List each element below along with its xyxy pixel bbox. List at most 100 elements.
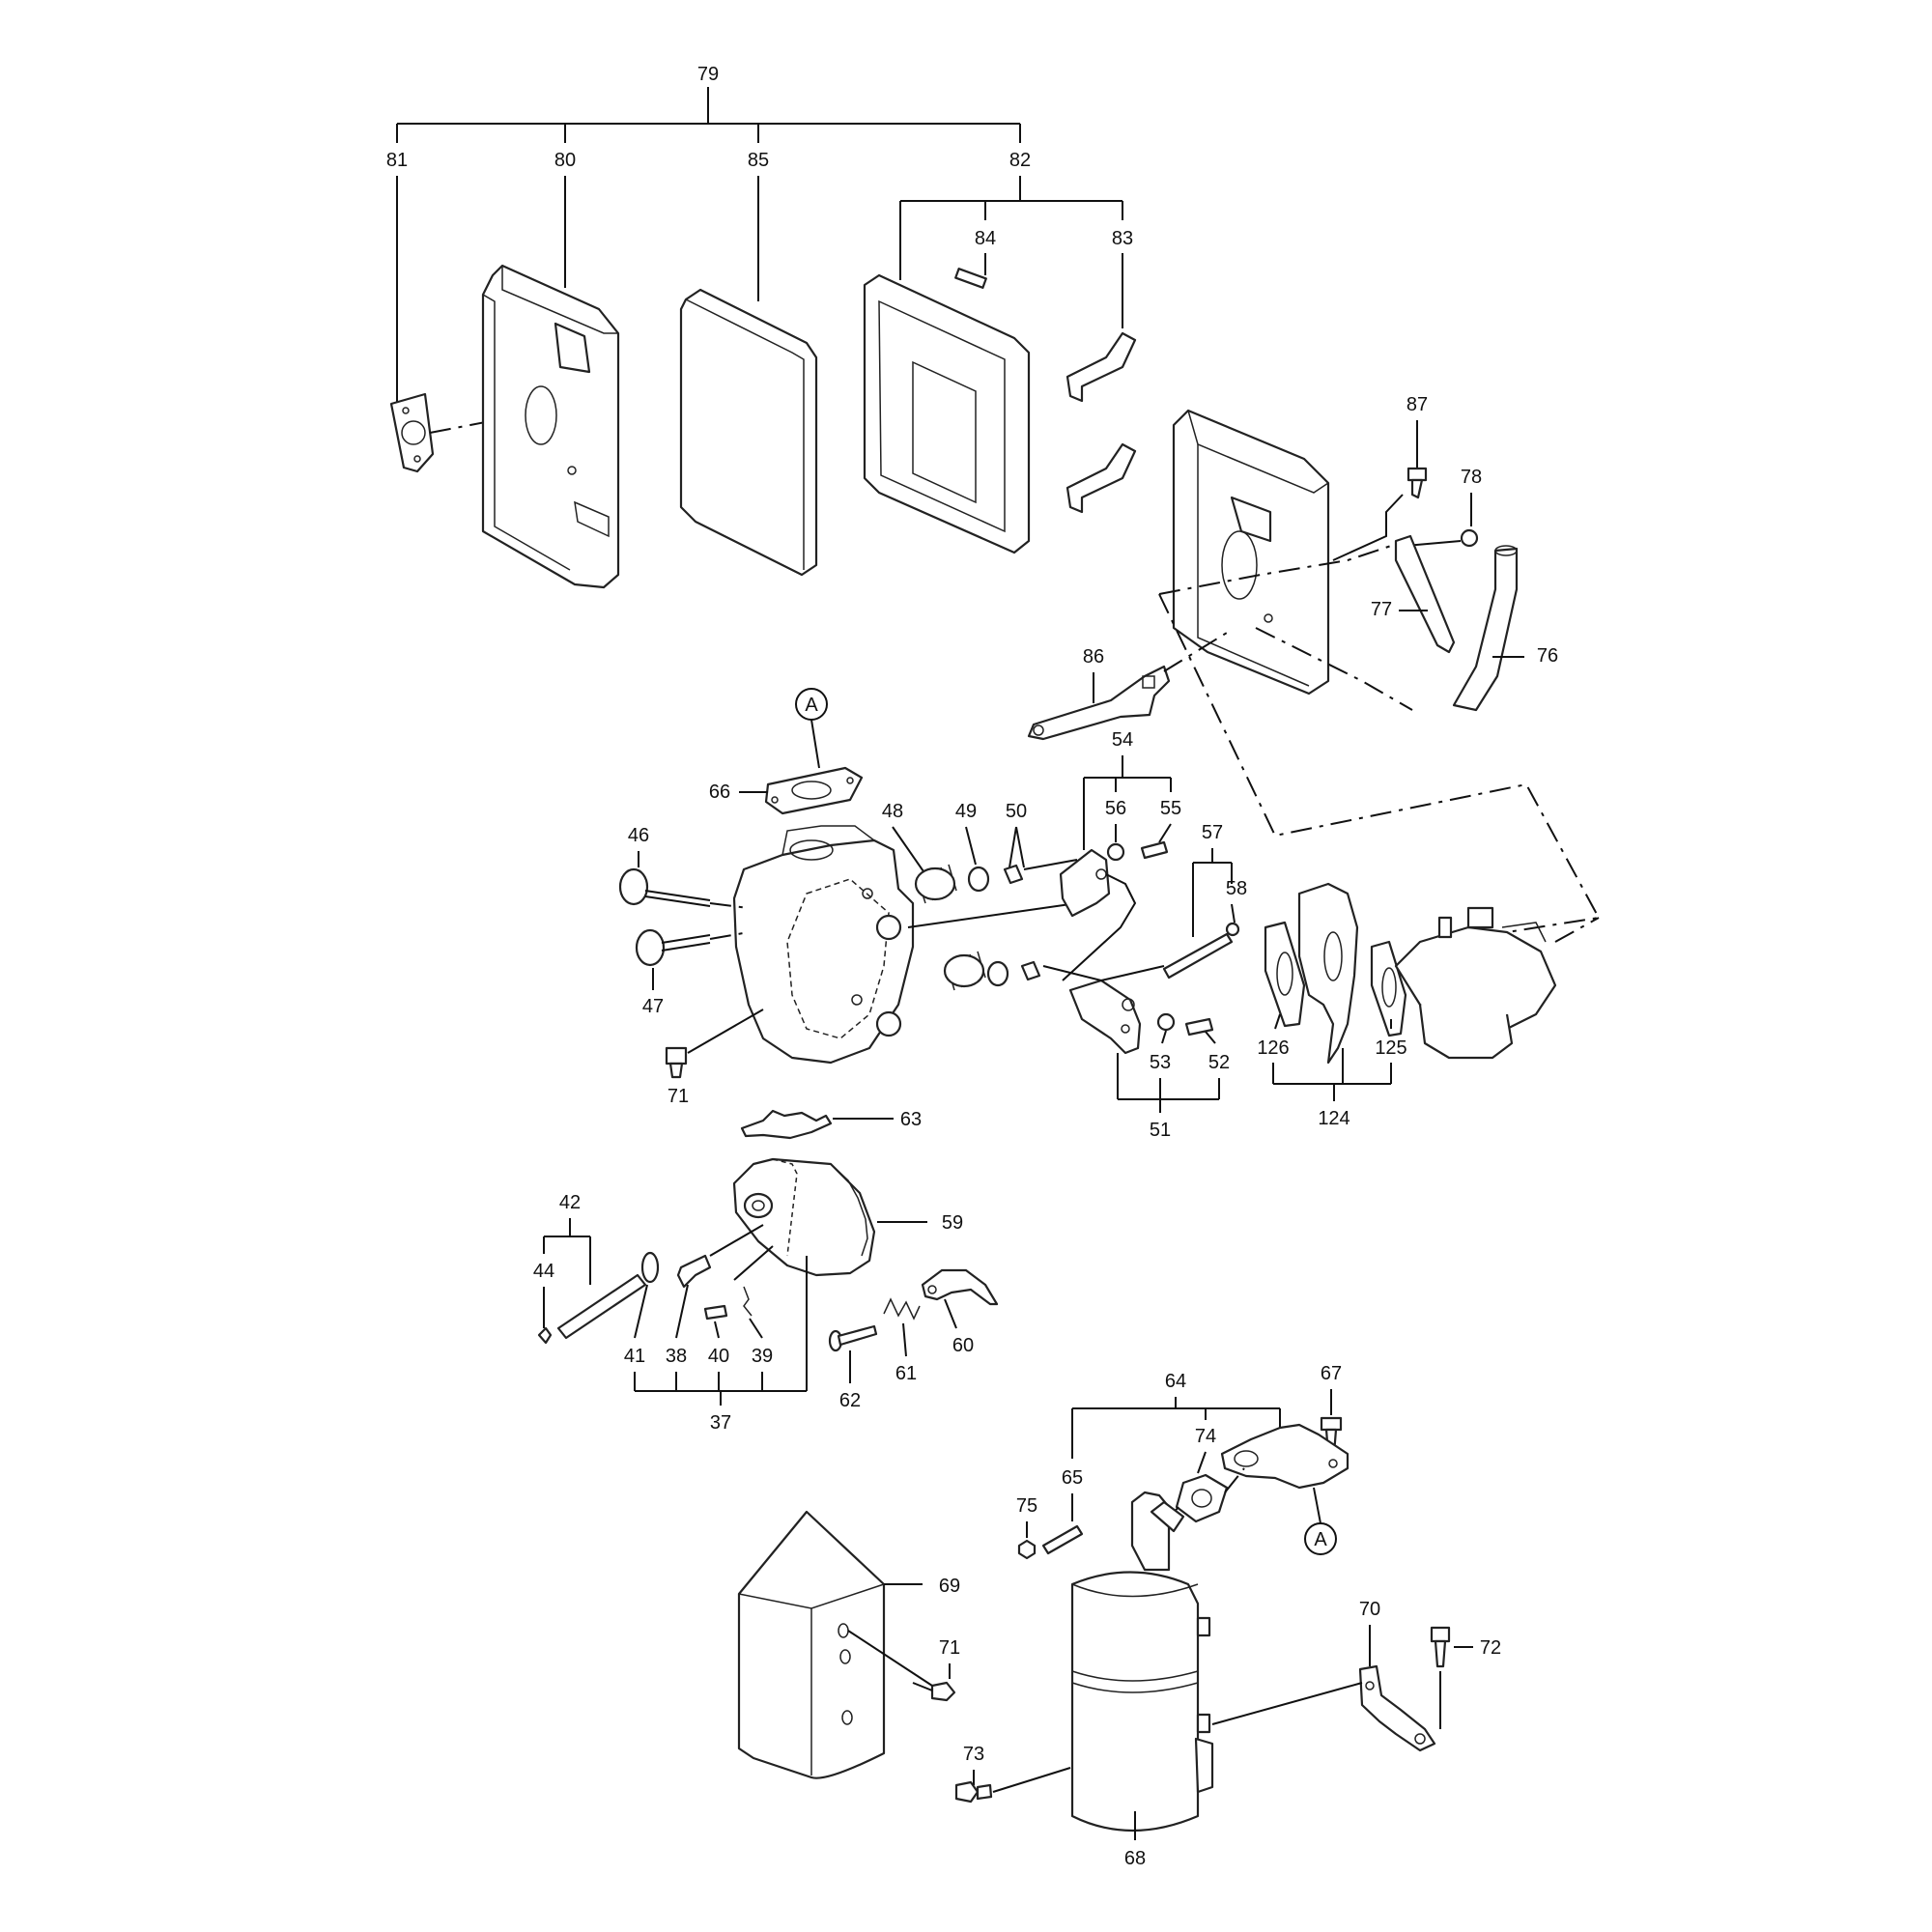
callout-74: 74 — [1195, 1426, 1216, 1447]
callout-125: 125 — [1375, 1037, 1406, 1059]
cotter-50-lower — [1020, 960, 1041, 981]
callout-41: 41 — [624, 1346, 645, 1367]
push-rod-57 — [1162, 932, 1234, 980]
callout-126: 126 — [1257, 1037, 1289, 1059]
callout-58: 58 — [1226, 878, 1247, 899]
spring-61 — [883, 1297, 921, 1321]
callout-47: 47 — [642, 996, 664, 1017]
callout-70: 70 — [1359, 1599, 1380, 1620]
callout-40: 40 — [708, 1346, 729, 1367]
callout-73: 73 — [963, 1744, 984, 1765]
callout-59: 59 — [942, 1212, 963, 1234]
nut-78 — [1460, 528, 1479, 548]
governor-shaft-42 — [556, 1273, 647, 1340]
holder-38 — [676, 1254, 712, 1289]
callout-60: 60 — [952, 1335, 974, 1356]
reference-a-top: A — [805, 695, 818, 716]
callout-85: 85 — [748, 150, 769, 171]
callout-61: 61 — [895, 1363, 917, 1384]
washer-41 — [640, 1251, 660, 1284]
air-cleaner-stay-86 — [1027, 665, 1171, 741]
muffler-stay-70 — [1358, 1664, 1436, 1752]
bracket-57 — [1192, 848, 1233, 937]
pin-40 — [703, 1304, 728, 1321]
gasket-81 — [389, 392, 435, 473]
valve-47 — [635, 928, 711, 967]
callout-82: 82 — [1009, 150, 1031, 171]
nut-53 — [1156, 1012, 1176, 1032]
callout-75: 75 — [1016, 1495, 1037, 1517]
clip-58 — [1225, 922, 1240, 937]
pivot-bolt-55 — [1140, 840, 1169, 860]
clip-83-upper — [1065, 331, 1137, 403]
gasket-74 — [1175, 1473, 1229, 1523]
label-84 — [954, 268, 987, 289]
insulator-plate — [1297, 882, 1359, 1065]
callout-80: 80 — [554, 150, 576, 171]
callout-72: 72 — [1480, 1637, 1501, 1659]
cylinder-head — [732, 825, 915, 1065]
rocker-arm-upper — [1059, 848, 1111, 918]
camshaft-gear-59 — [732, 1157, 876, 1277]
bracket-54 — [1083, 755, 1172, 850]
stud-65 — [1041, 1524, 1084, 1555]
valve-46 — [618, 867, 711, 907]
spring-39 — [743, 1286, 753, 1317]
pivot-bolt-52 — [1184, 1017, 1214, 1037]
callout-69: 69 — [939, 1576, 960, 1597]
callout-84: 84 — [975, 228, 996, 249]
callout-54: 54 — [1112, 729, 1133, 751]
bracket-51 — [1117, 1053, 1220, 1113]
callout-86: 86 — [1083, 646, 1104, 668]
callout-55: 55 — [1160, 798, 1181, 819]
callout-48: 48 — [882, 801, 903, 822]
breather-tube-76 — [1452, 545, 1519, 712]
callout-57: 57 — [1202, 822, 1223, 843]
muffler-68 — [1070, 1491, 1214, 1833]
bolt-72 — [1430, 1626, 1451, 1729]
gasket-66 — [764, 766, 864, 815]
callout-78: 78 — [1461, 467, 1482, 488]
air-filter-element-85 — [679, 288, 818, 577]
muffler-protector-69 — [737, 1510, 886, 1779]
rocker-arm-lower — [1068, 979, 1142, 1055]
callout-37: 37 — [710, 1412, 731, 1434]
callout-38: 38 — [666, 1346, 687, 1367]
bracket-64 — [1071, 1397, 1281, 1459]
exhaust-pipe-flange — [1220, 1423, 1350, 1490]
air-cleaner-cover-82 — [863, 268, 1031, 554]
callout-44: 44 — [533, 1261, 554, 1282]
bracket-124 — [1272, 1048, 1392, 1101]
carburetor — [1394, 906, 1557, 1060]
retainer-49-lower — [986, 960, 1009, 987]
callout-67: 67 — [1321, 1363, 1342, 1384]
callout-83: 83 — [1112, 228, 1133, 249]
callout-71-upper: 71 — [668, 1086, 689, 1107]
reference-a-bottom: A — [1314, 1529, 1327, 1550]
retainer-49-upper — [967, 866, 990, 893]
part-63 — [740, 1109, 833, 1140]
air-cleaner-case-80 — [481, 264, 620, 589]
bracket-79 — [396, 87, 1021, 143]
callout-68: 68 — [1124, 1848, 1146, 1869]
nut-56 — [1106, 842, 1125, 862]
callout-51: 51 — [1150, 1120, 1171, 1141]
bracket-37 — [634, 1256, 808, 1406]
clip-83-lower — [1065, 442, 1137, 514]
callout-52: 52 — [1208, 1052, 1230, 1073]
cotter-50-upper — [1003, 864, 1024, 885]
callout-46: 46 — [628, 825, 649, 846]
valve-spring-48-upper — [914, 864, 957, 904]
callout-49: 49 — [955, 801, 977, 822]
bolt-87 — [1406, 467, 1428, 499]
assembled-air-cleaner — [1172, 409, 1330, 696]
callout-63: 63 — [900, 1109, 922, 1130]
pin-62 — [828, 1324, 878, 1352]
gasket-126 — [1264, 921, 1306, 1028]
gasket-77 — [1394, 534, 1456, 654]
callout-42: 42 — [559, 1192, 581, 1213]
bolt-71 — [912, 1681, 956, 1702]
bolt-71-head — [665, 1046, 688, 1079]
bolt-73 — [954, 1780, 993, 1804]
